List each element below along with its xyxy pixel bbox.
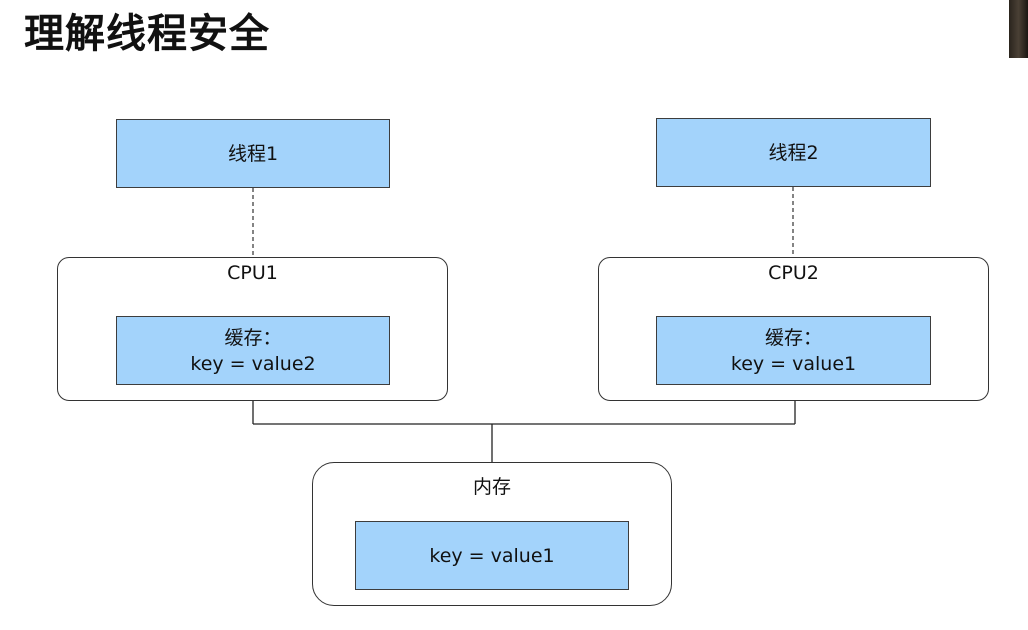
memory-label: 内存 <box>472 476 511 498</box>
memory-value-box: key = value1 <box>355 521 629 590</box>
cpu2-cache-box: 缓存： key = value1 <box>656 316 931 385</box>
cpu1-label: CPU1 <box>227 262 278 284</box>
cpu1-cache-value: key = value2 <box>190 352 316 375</box>
cpu1-cache-title: 缓存： <box>224 326 282 349</box>
thread2-label: 线程2 <box>768 141 819 164</box>
thread1-box: 线程1 <box>116 119 390 188</box>
video-thumbnail-edge <box>1009 0 1028 58</box>
cpu2-cache-value: key = value1 <box>730 352 857 375</box>
cpu2-cache-title: 缓存： <box>764 326 822 349</box>
page-title: 理解线程安全 <box>24 11 270 57</box>
memory-value: key = value1 <box>429 544 555 567</box>
cpu1-cache-box: 缓存： key = value2 <box>116 316 390 385</box>
cpu2-label: CPU2 <box>768 262 819 284</box>
thread2-box: 线程2 <box>656 118 931 187</box>
thread1-label: 线程1 <box>227 142 279 165</box>
